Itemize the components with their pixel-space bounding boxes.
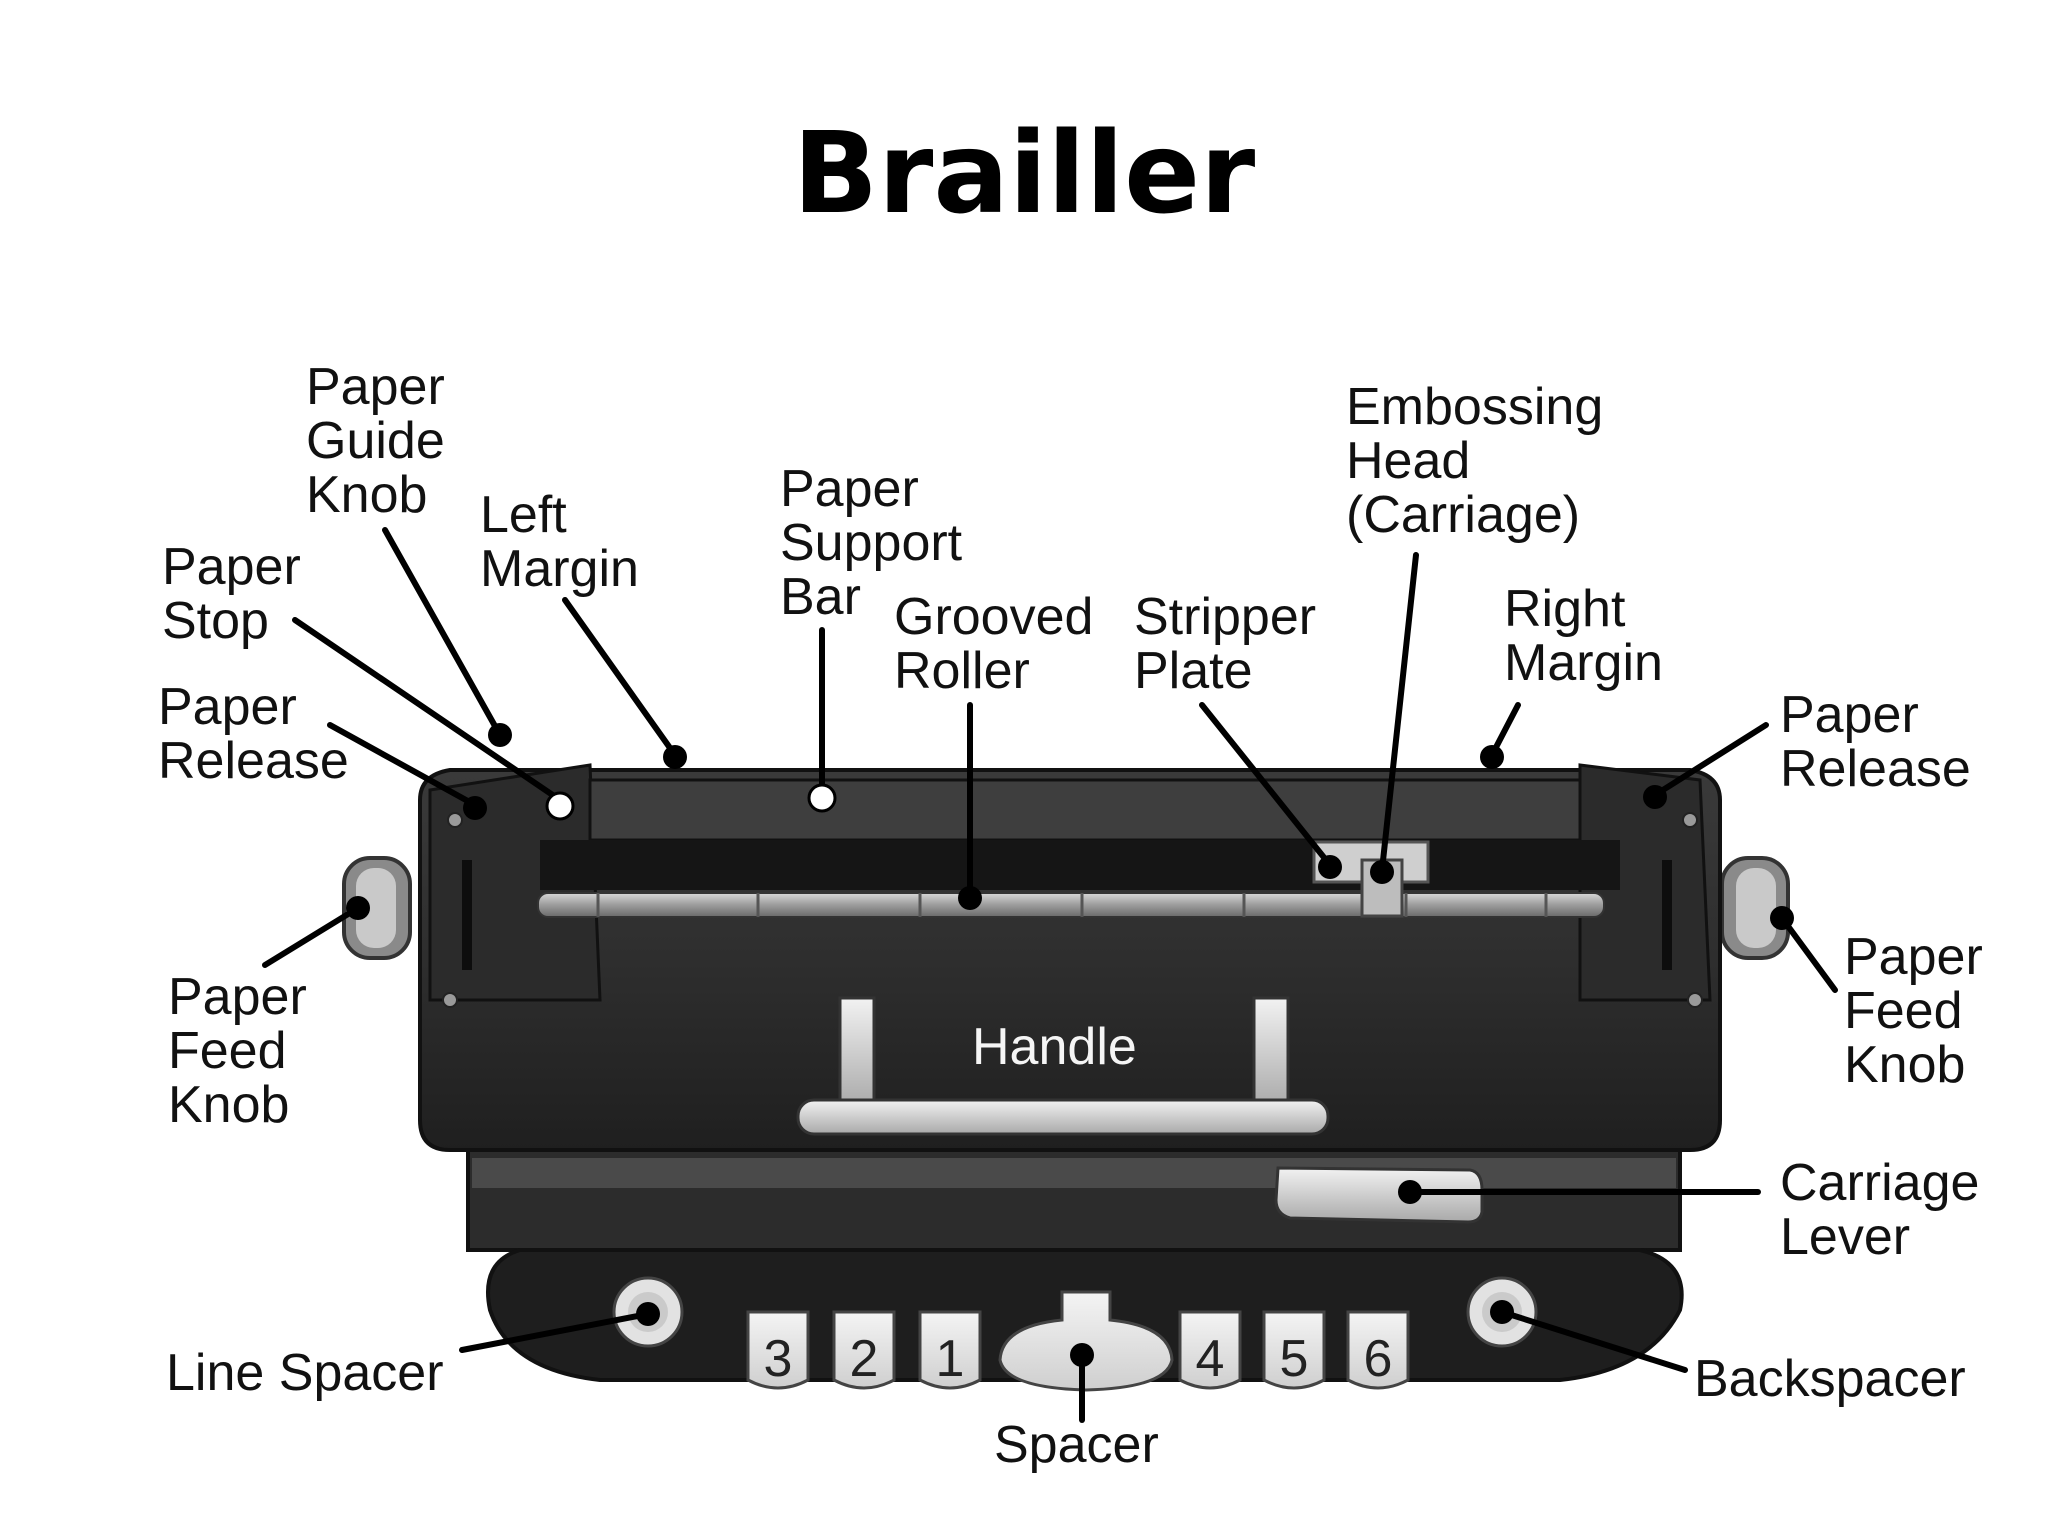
embossing-head — [1360, 858, 1404, 918]
label-paper-stop: Paper Stop — [162, 538, 301, 650]
paper-feed-knob-right — [1720, 856, 1790, 960]
leader-embossing-head — [1379, 552, 1419, 873]
grooved-roller — [537, 892, 1605, 918]
label-right-margin: Right Margin — [1504, 580, 1663, 692]
key-4-label: 4 — [1196, 1330, 1225, 1388]
label-grooved-roller: Grooved Roller — [894, 588, 1094, 700]
paper-support-bar — [588, 778, 1582, 842]
leader-paper-feed-knob-right — [1779, 915, 1838, 993]
key-1-label: 1 — [936, 1330, 965, 1388]
leader-dots — [346, 723, 1794, 1367]
label-carriage-lever: Carriage Lever — [1780, 1154, 1980, 1266]
label-backspacer: Backspacer — [1694, 1350, 1966, 1408]
key-3-label: 3 — [764, 1330, 793, 1388]
carriage-lever — [1274, 1166, 1484, 1224]
braille-keys: 3 2 1 4 5 6 — [746, 1290, 1410, 1392]
leader-paper-guide-knob — [382, 527, 503, 738]
label-paper-support-bar: Paper Support Bar — [780, 460, 963, 626]
diagram-title: Brailler — [792, 109, 1256, 239]
leader-paper-feed-knob-left — [262, 905, 361, 968]
key-6: 6 — [1346, 1310, 1410, 1390]
leader-line-spacer — [459, 1311, 651, 1353]
label-spacer: Spacer — [994, 1416, 1159, 1474]
leader-backspacer — [1499, 1309, 1688, 1373]
leader-stripper-plate — [1199, 702, 1333, 868]
label-paper-release-right: Paper Release — [1780, 686, 1971, 798]
right-side-tower — [1578, 763, 1712, 1002]
leader-paper-stop — [292, 617, 563, 803]
key-6-label: 6 — [1364, 1330, 1393, 1388]
leader-left-margin — [562, 597, 678, 758]
label-left-margin: Left Margin — [480, 486, 639, 598]
key-3: 3 — [746, 1310, 810, 1390]
label-line-spacer: Line Spacer — [166, 1344, 444, 1402]
label-paper-guide-knob: Paper Guide Knob — [306, 358, 445, 524]
key-2: 2 — [832, 1310, 896, 1390]
handle-bar — [796, 996, 1330, 1136]
label-stripper-plate: Stripper Plate — [1134, 588, 1317, 700]
label-embossing-head: Embossing Head (Carriage) — [1346, 378, 1604, 544]
label-paper-release-left: Paper Release — [158, 678, 349, 790]
leader-paper-release-left — [327, 722, 478, 808]
label-paper-feed-knob-left: Paper Feed Knob — [168, 968, 307, 1134]
left-side-tower — [428, 763, 602, 1002]
label-handle: Handle — [972, 1018, 1137, 1076]
key-1: 1 — [918, 1310, 982, 1390]
paper-feed-knob-left — [342, 856, 412, 960]
key-4: 4 — [1178, 1310, 1242, 1390]
key-2-label: 2 — [850, 1330, 879, 1388]
key-5-label: 5 — [1280, 1330, 1309, 1388]
leader-paper-release-right — [1652, 722, 1769, 798]
leader-lines — [262, 527, 1838, 1423]
spacer-key — [998, 1290, 1174, 1392]
key-5: 5 — [1262, 1310, 1326, 1390]
label-paper-feed-knob-right: Paper Feed Knob — [1844, 928, 1983, 1094]
